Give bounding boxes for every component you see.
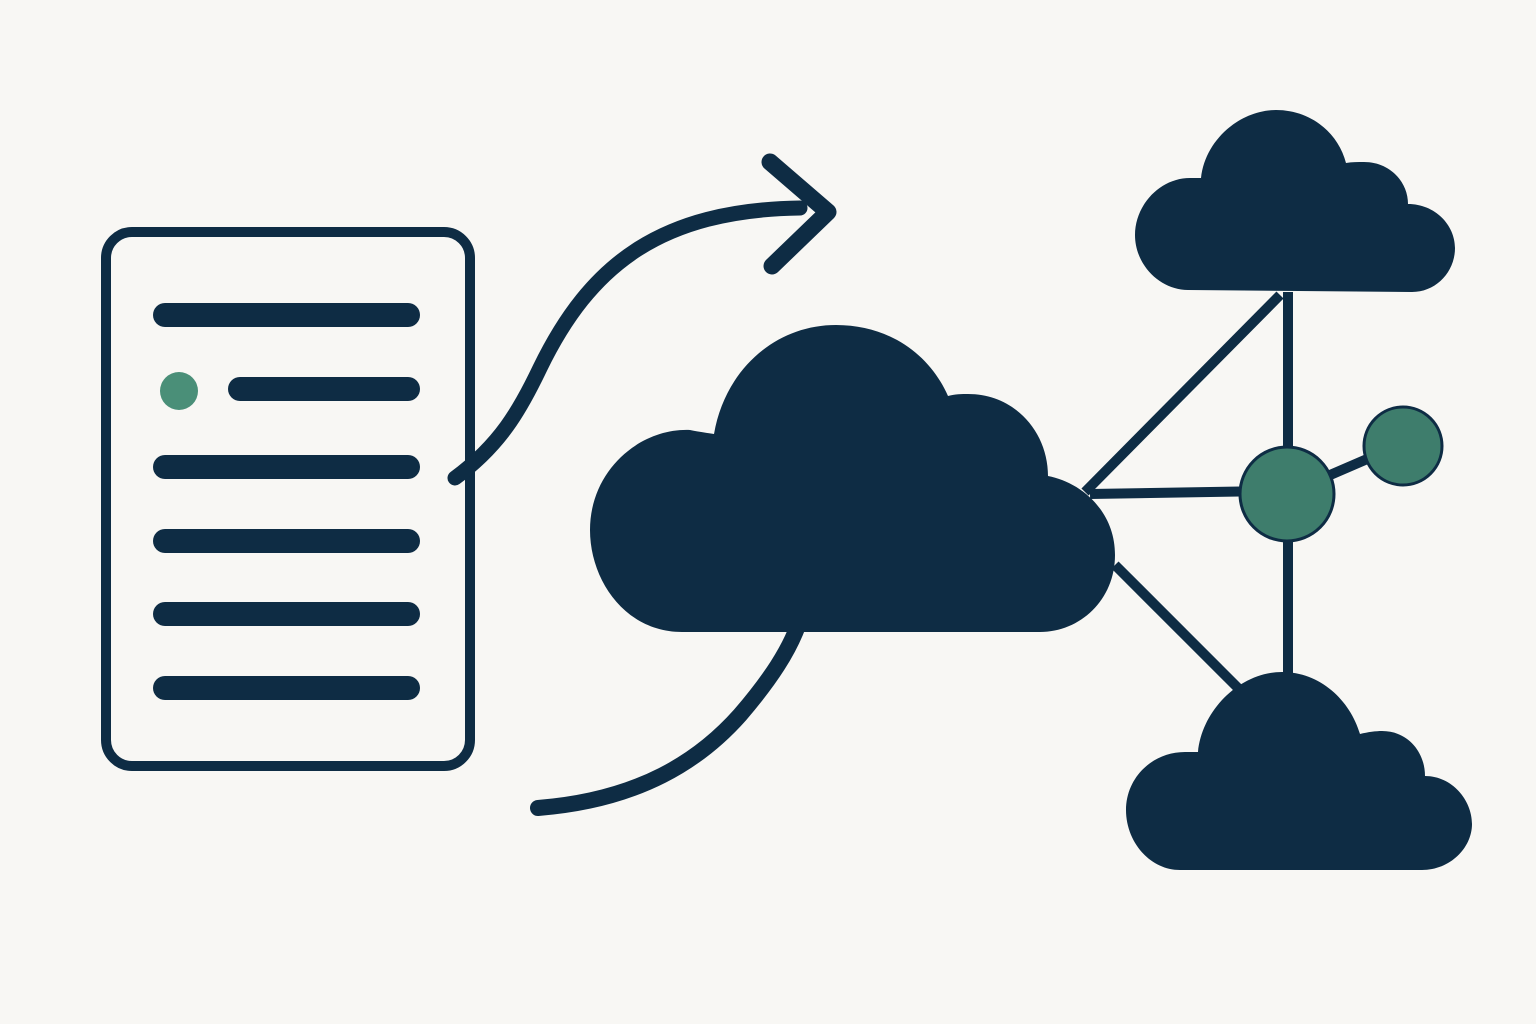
bottom-cloud	[1126, 672, 1472, 870]
inflow-curve	[530, 612, 808, 816]
main-cloud	[590, 325, 1115, 632]
arrow-shaft	[447, 200, 808, 486]
network-node-icon	[1362, 405, 1444, 487]
cloud-icon	[1135, 110, 1455, 292]
bullet-dot-icon	[160, 372, 198, 410]
connector-main-to-bottom	[1111, 561, 1242, 692]
cloud-icon	[1126, 672, 1472, 870]
connector-main-to-top	[1081, 291, 1284, 496]
cloud-icon	[590, 325, 1115, 632]
arrow-head	[761, 153, 837, 275]
top-cloud	[1135, 110, 1455, 292]
document-rows	[153, 303, 420, 700]
curved-arrow-icon	[447, 153, 837, 486]
network-node-icon	[1238, 445, 1336, 543]
document-frame	[101, 227, 475, 771]
document-list-icon	[101, 227, 475, 771]
